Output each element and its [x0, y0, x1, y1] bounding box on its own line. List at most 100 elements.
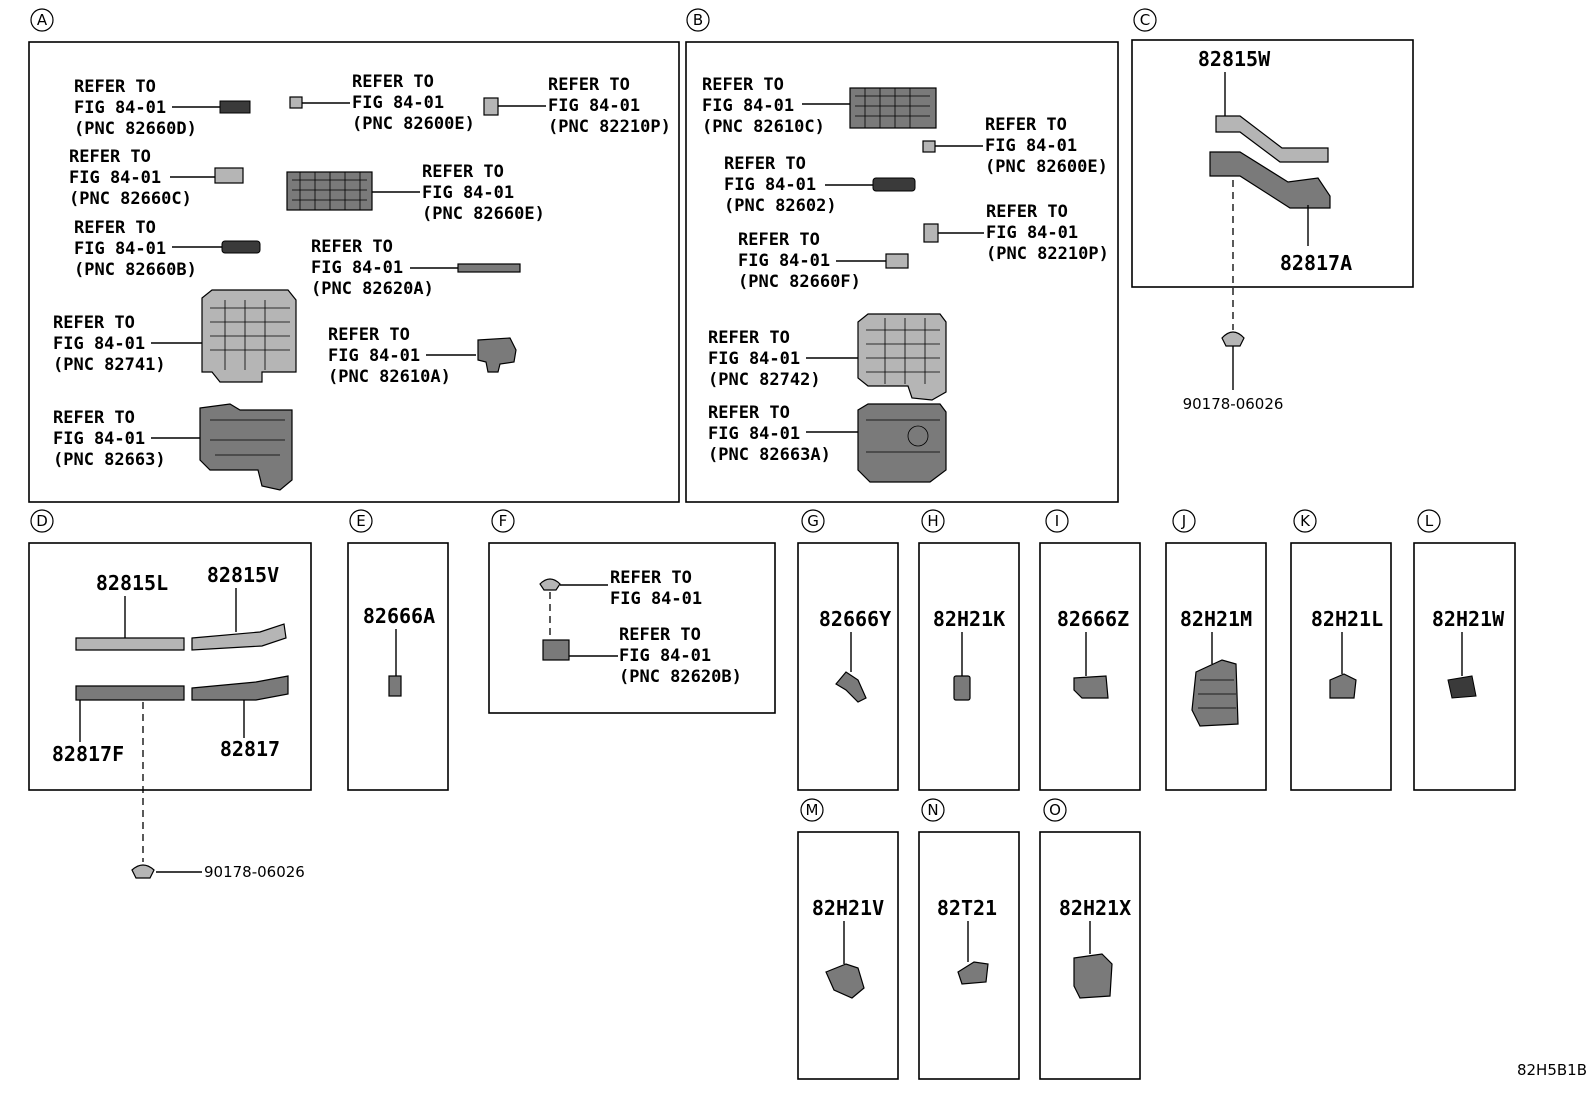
ref-line: FIG 84-01 [724, 175, 816, 195]
section-i-marker [1045, 509, 1069, 533]
section-d-frame [28, 542, 312, 791]
section-n-letter: N [927, 801, 938, 819]
bracket-part [957, 961, 989, 985]
clip-part [953, 675, 971, 701]
part-number-82t21[interactable]: 82T21 [937, 896, 997, 920]
connector-part [214, 167, 244, 184]
section-g: G 82666Y [797, 509, 899, 791]
ref-82660d[interactable]: REFER TO FIG 84-01 (PNC 82660D) [74, 77, 251, 139]
ref-pnc: (PNC 82663A) [708, 445, 831, 465]
section-c-letter: C [1140, 11, 1150, 29]
rail-lower-part [191, 675, 289, 701]
part-number-82815v[interactable]: 82815V [207, 563, 279, 587]
ref-pnc: (PNC 82620B) [619, 667, 742, 687]
section-c-marker [1133, 8, 1157, 32]
part-number-82666a[interactable]: 82666A [363, 604, 435, 628]
ref-82663[interactable]: REFER TO FIG 84-01 (PNC 82663) [53, 403, 293, 491]
part-number-82h21x[interactable]: 82H21X [1059, 896, 1131, 920]
ref-line: FIG 84-01 [985, 136, 1077, 156]
ref-82210p-a[interactable]: REFER TO FIG 84-01 (PNC 82210P) [483, 75, 671, 137]
connector-part [219, 100, 251, 114]
section-i: I 82666Z [1039, 509, 1141, 791]
figure-code: 82H5B1B [1517, 1061, 1587, 1079]
ref-fig-84-01[interactable]: REFER TO FIG 84-01 [610, 568, 702, 609]
section-n: N 82T21 [918, 798, 1020, 1080]
ref-line: FIG 84-01 [702, 96, 794, 116]
section-e-marker [349, 509, 373, 533]
ref-82741[interactable]: REFER TO FIG 84-01 (PNC 82741) [53, 289, 297, 383]
section-o-marker [1043, 798, 1067, 822]
section-e: E 82666A [347, 509, 449, 791]
junction-block-part [849, 87, 937, 129]
ref-pnc: (PNC 82210P) [548, 117, 671, 137]
part-number-82h21v[interactable]: 82H21V [812, 896, 884, 920]
part-number-90178-06026-c[interactable]: 90178-06026 [1183, 395, 1284, 413]
part-number-82666z[interactable]: 82666Z [1057, 607, 1129, 631]
ref-line: FIG 84-01 [708, 424, 800, 444]
ref-82600e-a[interactable]: REFER TO FIG 84-01 (PNC 82600E) [289, 72, 475, 134]
ref-82620b[interactable]: REFER TO FIG 84-01 (PNC 82620B) [619, 625, 742, 687]
ref-line: FIG 84-01 [74, 239, 166, 259]
part-number-82815l[interactable]: 82815L [96, 571, 168, 595]
section-i-frame [1039, 542, 1141, 791]
ref-82610a[interactable]: REFER TO FIG 84-01 (PNC 82610A) [328, 325, 517, 387]
connector-part [221, 240, 261, 254]
part-number-82666y[interactable]: 82666Y [819, 607, 891, 631]
section-b-marker [686, 8, 710, 32]
ref-82602[interactable]: REFER TO FIG 84-01 (PNC 82602) [724, 154, 916, 216]
part-number-82h21k[interactable]: 82H21K [933, 607, 1005, 631]
ref-pnc: (PNC 82610A) [328, 367, 451, 387]
part-number-82817f[interactable]: 82817F [52, 742, 124, 766]
ref-82660b[interactable]: REFER TO FIG 84-01 (PNC 82660B) [74, 218, 261, 280]
ref-82742[interactable]: REFER TO FIG 84-01 (PNC 82742) [708, 313, 947, 401]
ref-82663a[interactable]: REFER TO FIG 84-01 (PNC 82663A) [708, 403, 947, 483]
section-l-marker [1417, 509, 1441, 533]
ref-line: REFER TO [352, 72, 434, 92]
connector-part [477, 337, 517, 373]
section-h: H 82H21K [918, 509, 1020, 791]
section-f: F REFER TO FIG 84-01 REFER TO FIG 84-01 … [488, 509, 776, 714]
ref-line: REFER TO [328, 325, 410, 345]
ref-line: REFER TO [311, 237, 393, 257]
ref-line: REFER TO [702, 75, 784, 95]
ref-pnc: (PNC 82660D) [74, 119, 197, 139]
ref-line: REFER TO [985, 115, 1067, 135]
ref-pnc: (PNC 82600E) [352, 114, 475, 134]
ref-82660f[interactable]: REFER TO FIG 84-01 (PNC 82660F) [738, 230, 909, 292]
part-number-82h21m[interactable]: 82H21M [1180, 607, 1252, 631]
ref-line: REFER TO [53, 313, 135, 333]
ref-line: FIG 84-01 [548, 96, 640, 116]
section-b-letter: B [693, 11, 703, 29]
ref-line: FIG 84-01 [986, 223, 1078, 243]
clip-part [1221, 331, 1245, 347]
section-c-frame [1131, 39, 1414, 288]
ref-82660e[interactable]: REFER TO FIG 84-01 (PNC 82660E) [286, 162, 545, 224]
section-l: L 82H21W [1413, 509, 1516, 791]
part-number-82817a[interactable]: 82817A [1280, 251, 1352, 275]
section-o-letter: O [1049, 801, 1061, 819]
section-g-marker [801, 509, 825, 533]
ref-line: FIG 84-01 [74, 98, 166, 118]
section-b-frame [685, 41, 1119, 503]
ref-line: REFER TO [74, 218, 156, 238]
relay-block-part [857, 313, 947, 401]
ref-pnc: (PNC 82610C) [702, 117, 825, 137]
section-d: D 82815L 82815V 82817F 82817 90178-06026 [28, 509, 312, 881]
ref-line: FIG 84-01 [352, 93, 444, 113]
ref-82210p-b[interactable]: REFER TO FIG 84-01 (PNC 82210P) [923, 202, 1109, 264]
ref-82610c[interactable]: REFER TO FIG 84-01 (PNC 82610C) [702, 75, 937, 137]
part-number-82h21w[interactable]: 82H21W [1432, 607, 1505, 631]
strip-part [457, 263, 521, 273]
ref-line: REFER TO [422, 162, 504, 182]
part-number-82817[interactable]: 82817 [220, 737, 280, 761]
part-number-90178-06026-d[interactable]: 90178-06026 [204, 863, 305, 881]
part-number-82815w[interactable]: 82815W [1198, 47, 1271, 71]
part-number-82h21l[interactable]: 82H21L [1311, 607, 1383, 631]
clip-part [1329, 673, 1357, 699]
ref-82600e-b[interactable]: REFER TO FIG 84-01 (PNC 82600E) [922, 115, 1108, 177]
ref-82660c[interactable]: REFER TO FIG 84-01 (PNC 82660C) [69, 147, 244, 209]
ref-82620a[interactable]: REFER TO FIG 84-01 (PNC 82620A) [311, 237, 521, 299]
terminal-part [922, 140, 936, 153]
ref-line: FIG 84-01 [422, 183, 514, 203]
section-e-frame [347, 542, 449, 791]
